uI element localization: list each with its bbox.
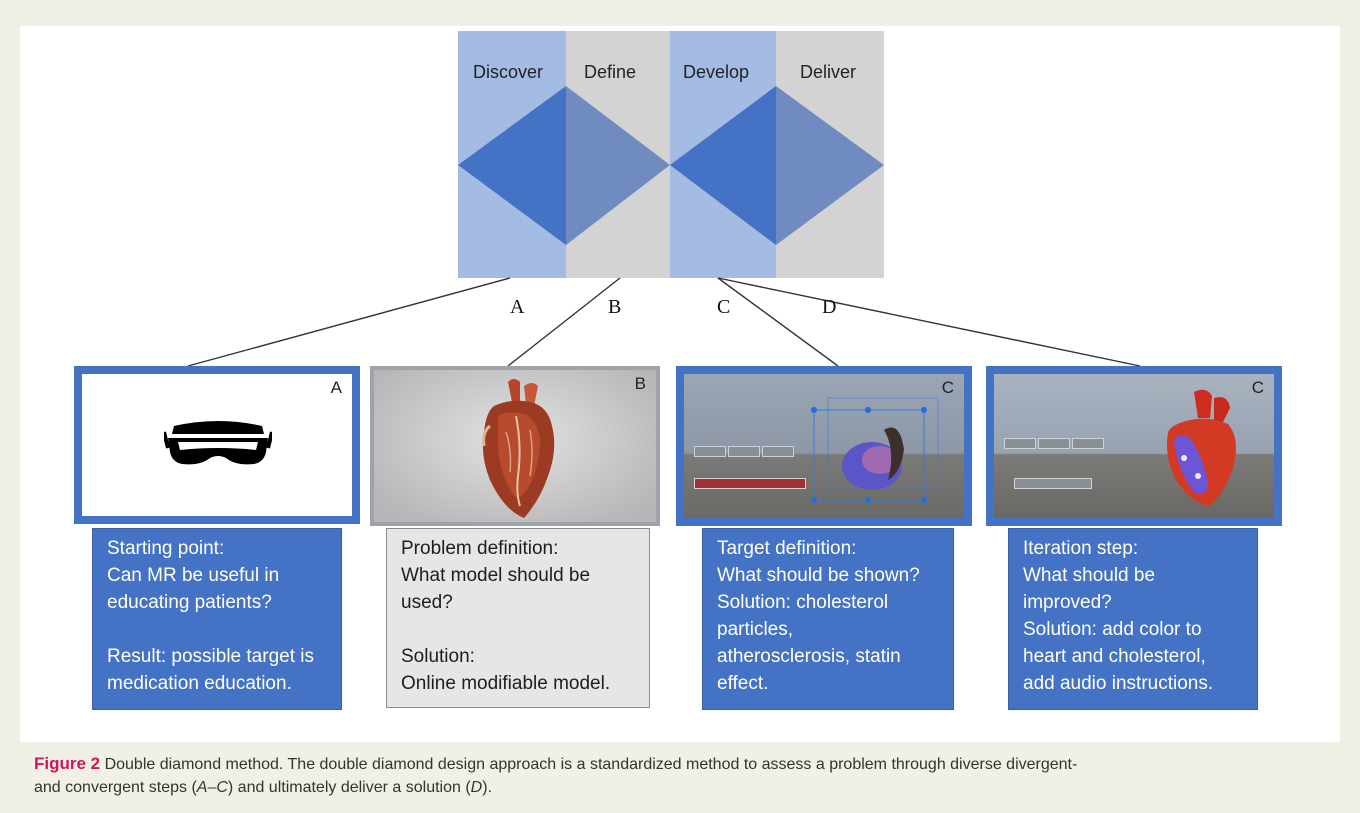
diamond-deliver-half	[776, 86, 884, 245]
caption-text-line2-end: ).	[482, 779, 493, 796]
panel-c1-textbox: Target definition: What should be shown?…	[702, 528, 954, 710]
panel-a-line-5: Result: possible target is	[107, 646, 314, 667]
panel-b-line-1: Problem definition:	[401, 538, 559, 559]
panel-c1-ui-button-2	[728, 446, 760, 457]
diamond-define-half	[566, 86, 670, 245]
panel-c2-line-4: Solution: add color to	[1023, 619, 1202, 640]
diamond-develop-half	[670, 86, 776, 245]
panel-c1-line-1: Target definition:	[717, 538, 857, 559]
panel-b-line-5: Solution:	[401, 646, 475, 667]
panel-c2-line-3: improved?	[1023, 592, 1112, 613]
panel-c2-line-1: Iteration step:	[1023, 538, 1139, 559]
connector-c	[717, 277, 839, 367]
panel-c1-ui-bar	[694, 478, 806, 489]
panel-b-textbox: Problem definition: What model should be…	[386, 528, 650, 708]
phase-deliver: Deliver	[800, 62, 857, 82]
caption-text-line2-pre: and convergent steps (	[34, 779, 197, 796]
panel-c1-line-4: particles,	[717, 619, 794, 640]
panel-c2-line-2: What should be	[1023, 565, 1156, 586]
panel-c2-line-5: heart and cholesterol,	[1023, 646, 1206, 667]
panel-c2-image-frame: C	[986, 366, 1282, 526]
panel-c1-line-5: atherosclerosis, statin	[717, 646, 901, 667]
panel-b-line-6: Online modifiable model.	[401, 673, 611, 694]
panel-a-image-frame: A	[74, 366, 360, 524]
panel-a-line-3: educating patients?	[107, 592, 272, 613]
heart-model-image	[482, 379, 555, 518]
caption-text-line2-mid: ) and ultimately deliver a solution (	[227, 779, 471, 796]
phase-develop: Develop	[683, 62, 750, 82]
caption-range: A–C	[196, 779, 228, 796]
diamond-discover-half	[458, 86, 566, 245]
panel-c1-ui-button-3	[762, 446, 794, 457]
connector-b	[507, 277, 621, 367]
panel-c1-line-6: effect.	[717, 673, 769, 694]
figure-label: Figure 2	[34, 754, 101, 773]
connector-label-c: C	[717, 296, 731, 318]
connector-a	[187, 277, 511, 367]
panel-b-line-4	[401, 616, 635, 643]
panel-a-line-6: medication education.	[107, 673, 292, 694]
caption-text: Double diamond method. The double diamon…	[104, 756, 1078, 773]
colored-heart-model	[1167, 389, 1236, 506]
panel-a-line-1: Starting point:	[107, 538, 225, 559]
panel-c2-ui-button-3	[1072, 438, 1104, 449]
panel-c1-line-3: Solution: cholesterol	[717, 592, 889, 613]
panel-c1-corner-label: C	[941, 378, 954, 397]
panel-c2-line-6: add audio instructions.	[1023, 673, 1214, 694]
panel-c1-image-frame: C	[676, 366, 972, 526]
panel-b-corner-label: B	[634, 374, 646, 393]
panel-a-line-4	[107, 616, 327, 643]
panel-c2-ui-bar	[1014, 478, 1092, 489]
figure-caption: Figure 2 Double diamond method. The doub…	[34, 752, 1334, 799]
connector-label-a: A	[510, 296, 525, 318]
panel-c2-ui-button-1	[1004, 438, 1036, 449]
connector-label-d: D	[822, 296, 837, 318]
heart-model-bounding-box	[811, 397, 939, 503]
phase-discover: Discover	[473, 62, 544, 82]
panel-c1-ui-button-1	[694, 446, 726, 457]
panel-a-corner-label: A	[330, 378, 342, 397]
connector-label-b: B	[608, 296, 622, 318]
panel-c2-ui-button-2	[1038, 438, 1070, 449]
panel-b-image-frame: B	[370, 366, 660, 526]
panel-c2-textbox: Iteration step: What should be improved?…	[1008, 528, 1258, 710]
panel-b-line-3: used?	[401, 592, 453, 613]
connector-d	[717, 277, 1141, 367]
panel-b-line-2: What model should be	[401, 565, 591, 586]
panel-c2-corner-label: C	[1251, 378, 1264, 397]
panel-a-line-2: Can MR be useful in	[107, 565, 280, 586]
panel-c1-line-2: What should be shown?	[717, 565, 920, 586]
panel-a-textbox: Starting point: Can MR be useful in educ…	[92, 528, 342, 710]
phase-define: Define	[584, 62, 637, 82]
caption-final: D	[470, 779, 483, 796]
vr-headset-icon	[164, 421, 272, 465]
